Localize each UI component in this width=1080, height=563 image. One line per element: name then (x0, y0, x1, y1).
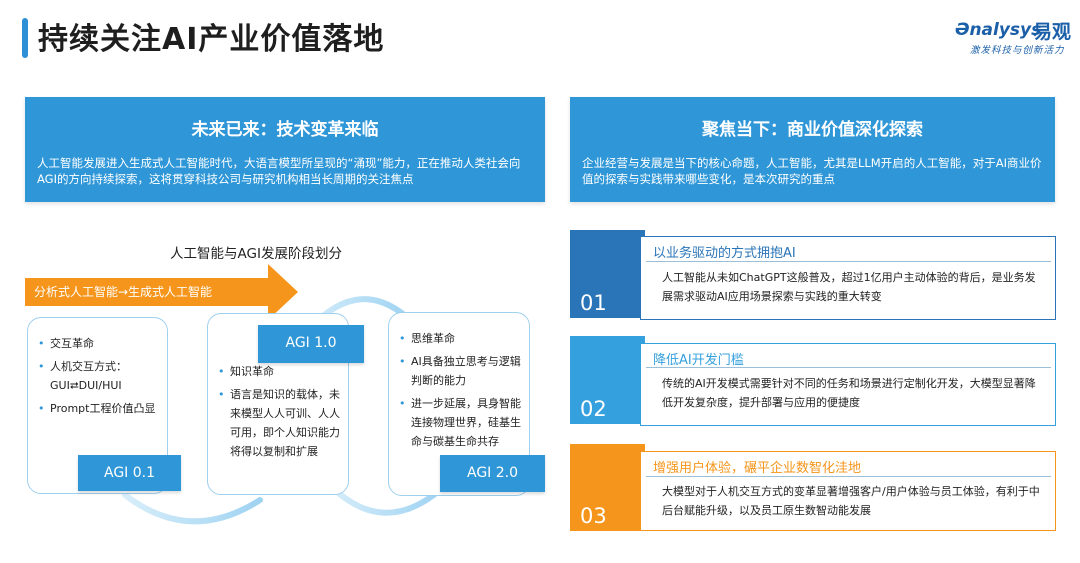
evolution-arrow-label: 分析式人工智能→生成式人工智能 (34, 285, 213, 299)
stage-item: AI具备独立思考与逻辑判断的能力 (399, 352, 529, 390)
stage-badge-agi-20: AGI 2.0 (440, 455, 545, 492)
focus-divider-01 (646, 261, 1051, 262)
page-title: 持续关注AI产业价值落地 (38, 22, 385, 57)
logo-text: Ənalysys (955, 20, 1042, 40)
title-accent-bar (22, 18, 28, 58)
focus-number-01: 01 (580, 291, 607, 315)
stage-item: 语言是知识的载体，未来模型人人可训、人人可用，即个人知识能力将得以复制和扩展 (218, 385, 348, 461)
stage-badge-agi-10: AGI 1.0 (258, 325, 364, 363)
focus-item-frame-02 (640, 343, 1056, 426)
future-panel: 未来已来：技术变革来临 人工智能发展进入生成式人工智能时代，大语言模型所呈现的“… (25, 97, 545, 202)
logo-tagline: 激发科技与创新活力 (970, 45, 1065, 56)
stage-item: 人机交互方式：GUI⮂DUI/HUI (38, 357, 167, 395)
focus-text-02: 传统的AI开发模式需要针对不同的任务和场景进行定制化开发，大模型显著降低开发复杂… (662, 377, 1036, 409)
focus-number-box-01 (570, 230, 645, 318)
stage-item: 交互革命 (38, 334, 167, 353)
future-panel-heading: 未来已来：技术变革来临 (191, 120, 379, 140)
evolution-arrow-head (268, 264, 298, 320)
focus-number-03: 03 (580, 504, 607, 528)
focus-item-frame-03 (640, 451, 1056, 531)
focus-title-02: 降低AI开发门槛 (653, 353, 744, 368)
focus-number-02: 02 (580, 397, 607, 421)
logo-cn: 易观 (1033, 21, 1072, 43)
stage-item: Prompt工程价值凸显 (38, 399, 167, 418)
stage-item: 知识革命 (218, 362, 348, 381)
focus-item-frame-01 (640, 236, 1056, 320)
future-panel-text: 人工智能发展进入生成式人工智能时代，大语言模型所呈现的“涌现”能力，正在推动人类… (37, 156, 521, 186)
evolution-arrow (25, 278, 270, 306)
focus-title-01: 以业务驱动的方式拥抱AI (653, 246, 796, 261)
focus-number-box-02 (570, 336, 645, 424)
stage-item: 思维革命 (399, 329, 529, 348)
present-panel-heading: 聚焦当下：商业价值深化探索 (702, 120, 923, 140)
focus-title-03: 增强用户体验，碾平企业数智化洼地 (653, 461, 862, 476)
stage-item: 进一步延展，具身智能连接物理世界，硅基生命与碳基生命共存 (399, 394, 529, 451)
focus-divider-03 (646, 476, 1051, 477)
present-panel: 聚焦当下：商业价值深化探索 企业经营与发展是当下的核心命题，人工智能，尤其是LL… (570, 97, 1055, 202)
focus-number-box-03 (570, 444, 645, 531)
focus-text-01: 人工智能从未如ChatGPT这般普及，超过1亿用户主动体验的背后，是业务发展需求… (662, 271, 1036, 303)
focus-text-03: 大模型对于人机交互方式的变革显著增强客户/用户体验与员工体验，有利于中后台赋能升… (662, 485, 1040, 517)
curve-lower-left (122, 492, 263, 525)
present-panel-text: 企业经营与发展是当下的核心命题，人工智能，尤其是LLM开启的人工智能，对于AI商… (582, 156, 1042, 186)
focus-divider-02 (646, 367, 1051, 368)
stage-badge-agi-01: AGI 0.1 (78, 455, 181, 491)
timeline-title: 人工智能与AGI发展阶段划分 (170, 246, 342, 262)
